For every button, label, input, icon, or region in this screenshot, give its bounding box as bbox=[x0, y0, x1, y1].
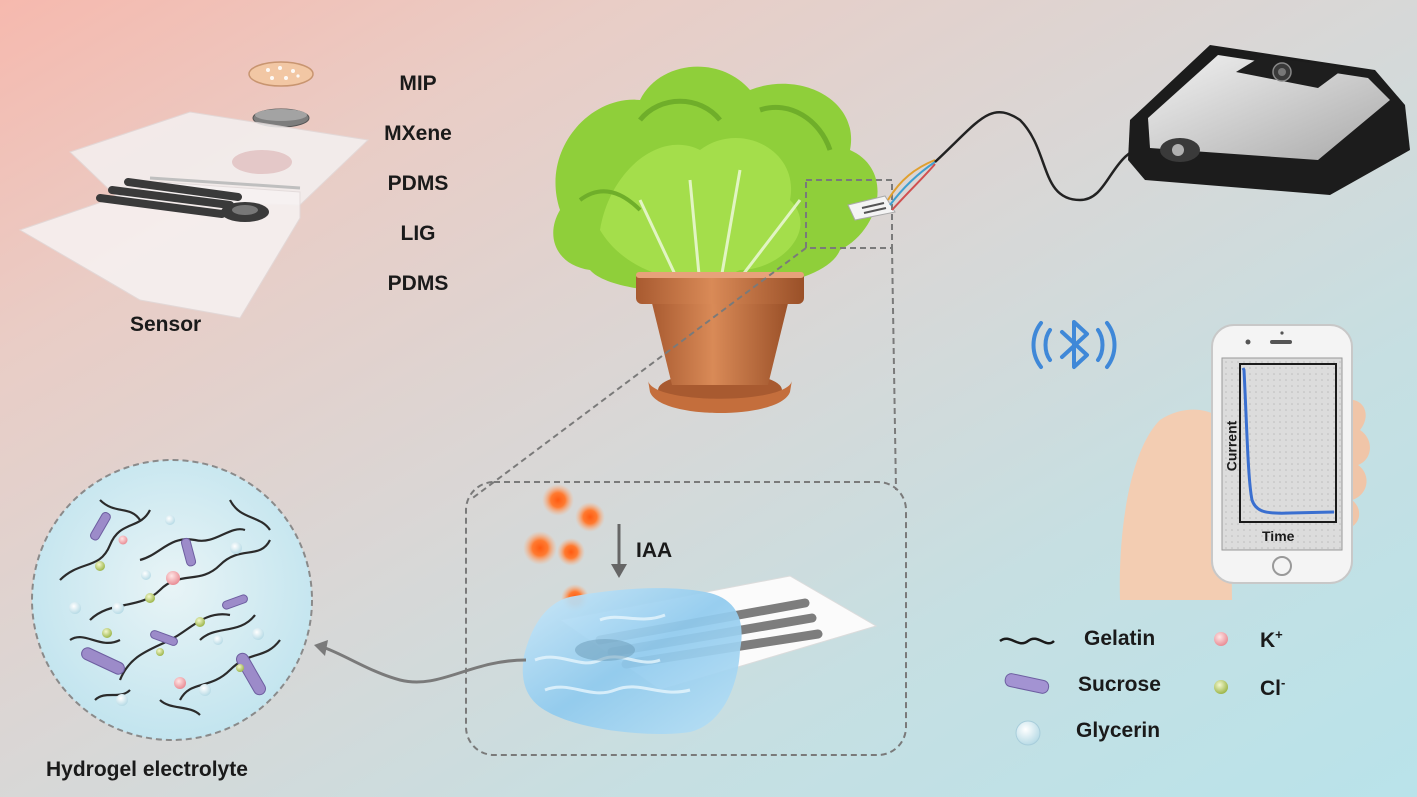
layer-label-lig: LIG bbox=[400, 222, 436, 245]
bluetooth-icon bbox=[1031, 320, 1117, 369]
zoom-box-large bbox=[465, 481, 907, 756]
sensor-wires bbox=[887, 110, 1151, 211]
hydrogel-network bbox=[31, 459, 313, 741]
sensor-exploded-view bbox=[18, 61, 370, 319]
legend-gelatin: Gelatin bbox=[1084, 627, 1156, 650]
legend-cl-ion: Cl- bbox=[1260, 675, 1285, 701]
iaa-molecules bbox=[523, 484, 605, 612]
current-time-curve bbox=[1241, 367, 1335, 515]
phone-plot-frame bbox=[1239, 363, 1337, 523]
mip-disk bbox=[248, 61, 314, 87]
potentiostat-device bbox=[1128, 45, 1410, 195]
phone-chart-ylabel: Current bbox=[1223, 420, 1240, 472]
sucrose-symbol bbox=[1004, 673, 1050, 694]
legend-k-ion: K+ bbox=[1260, 627, 1283, 653]
legend-cl-charge: - bbox=[1281, 675, 1286, 690]
lig-electrodes bbox=[96, 178, 242, 218]
flower-pot bbox=[636, 272, 804, 413]
iaa-label: IAA bbox=[636, 539, 673, 562]
legend-sucrose: Sucrose bbox=[1078, 673, 1161, 696]
sensor-title: Sensor bbox=[130, 313, 202, 336]
legend-k-base: K bbox=[1260, 629, 1276, 652]
layer-label-mxene: MXene bbox=[384, 122, 452, 145]
smartphone bbox=[1211, 324, 1353, 584]
hydrogel-arrow bbox=[314, 640, 527, 684]
legend-k-charge: + bbox=[1275, 627, 1283, 642]
lettuce-plant bbox=[553, 66, 878, 293]
layer-label-pdms-bottom: PDMS bbox=[387, 272, 449, 295]
layer-label-mip: MIP bbox=[399, 72, 437, 95]
hydrogel-title: Hydrogel electrolyte bbox=[46, 758, 248, 781]
sensor-strip-with-hydrogel bbox=[522, 575, 878, 734]
k-ion-symbol bbox=[1214, 632, 1228, 646]
zoom-box-small bbox=[805, 179, 893, 249]
legend-cl-base: Cl bbox=[1260, 677, 1281, 700]
legend-glycerin: Glycerin bbox=[1076, 719, 1161, 742]
layer-label-pdms-top: PDMS bbox=[387, 172, 449, 195]
gelatin-symbol bbox=[999, 637, 1055, 645]
glycerin-symbol bbox=[1015, 720, 1041, 746]
legend-symbols bbox=[999, 632, 1228, 746]
sensor-on-leaf bbox=[847, 195, 896, 221]
iaa-arrow bbox=[611, 524, 627, 578]
phone-chart-xlabel: Time bbox=[1262, 528, 1295, 544]
cl-ion-symbol bbox=[1214, 680, 1228, 694]
